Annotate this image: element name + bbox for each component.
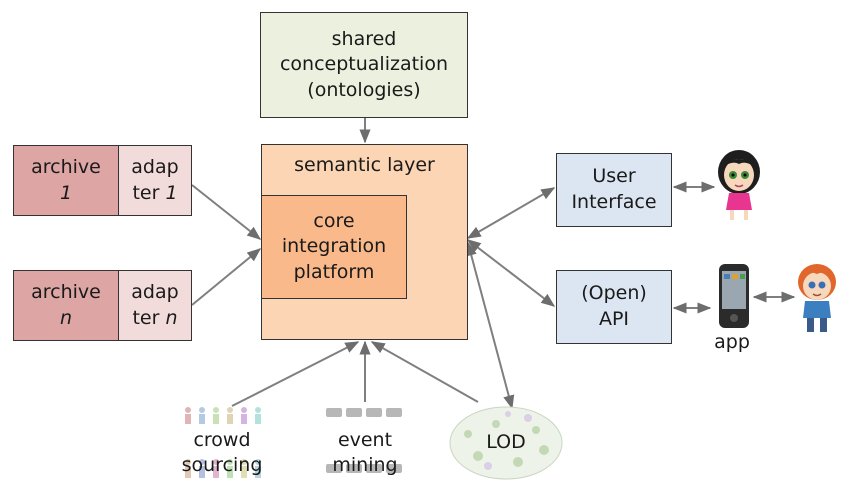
crowd-line1: crowd — [193, 429, 251, 451]
archive-n-label: archive — [31, 280, 101, 303]
api-line1: (Open) — [581, 282, 647, 305]
smartphone-icon — [719, 264, 749, 328]
app-label: app — [714, 331, 750, 353]
adapter-n-number: n — [165, 306, 178, 329]
arrow-semantic-ui — [466, 187, 556, 239]
adapter-n-line2-text: ter — [132, 306, 160, 329]
ontology-line1: shared — [331, 27, 397, 50]
ontology-line3: (ontologies) — [307, 78, 421, 101]
arrow-crowd-to-semantic — [231, 341, 360, 407]
male-user-icon — [798, 264, 836, 332]
arrow-semantic-lod — [465, 241, 515, 410]
archive-n-box: archive n — [13, 270, 119, 341]
lod-cloud-icon — [449, 406, 563, 480]
adapter-n-line1: adap — [131, 280, 179, 303]
core-line3: platform — [293, 260, 375, 283]
arrow-adaptern-to-core — [191, 248, 262, 306]
female-user-icon — [718, 150, 760, 220]
adapter-1-line2: ter 1 — [131, 181, 178, 207]
adapter-n-line2: ter n — [131, 306, 178, 332]
ui-line1: User — [592, 165, 636, 188]
core-platform-box: core integration platform — [261, 195, 407, 299]
lod-label: LOD — [486, 431, 526, 453]
event-line2: mining — [332, 453, 398, 476]
event-line1: event — [337, 429, 393, 451]
open-api-box: (Open) API — [556, 270, 672, 344]
adapter-1-line2-text: ter — [132, 181, 160, 204]
ontology-line2: conceptualization — [279, 53, 448, 76]
crowd-people-icon — [185, 407, 261, 478]
event-mining-label: event mining — [318, 428, 412, 477]
archive-1-label: archive — [31, 155, 101, 178]
api-line2: API — [598, 308, 630, 330]
ui-line2: Interface — [571, 191, 657, 213]
arrow-semantic-api — [466, 239, 556, 307]
arrow-lod-to-semantic — [370, 341, 479, 403]
arrow-adapter1-to-core — [191, 184, 262, 240]
adapter-1-line1: adap — [131, 155, 179, 178]
user-interface-box: User Interface — [556, 153, 672, 227]
archive-n-number: n — [59, 306, 73, 329]
archive-1-box: archive 1 — [13, 145, 119, 216]
adapter-1-number: 1 — [165, 181, 178, 204]
ontology-box: shared conceptualization (ontologies) — [260, 12, 468, 118]
adapter-n-box: adap ter n — [118, 270, 192, 341]
crowd-sourcing-label: crowd sourcing — [176, 428, 268, 477]
semantic-layer-label: semantic layer — [294, 154, 435, 176]
archive-1-number: 1 — [59, 181, 73, 204]
mining-carts-icon — [326, 408, 402, 473]
core-line2: integration — [281, 235, 387, 258]
crowd-line2: sourcing — [181, 453, 263, 476]
adapter-1-box: adap ter 1 — [118, 145, 192, 216]
core-line1: core — [313, 209, 355, 232]
